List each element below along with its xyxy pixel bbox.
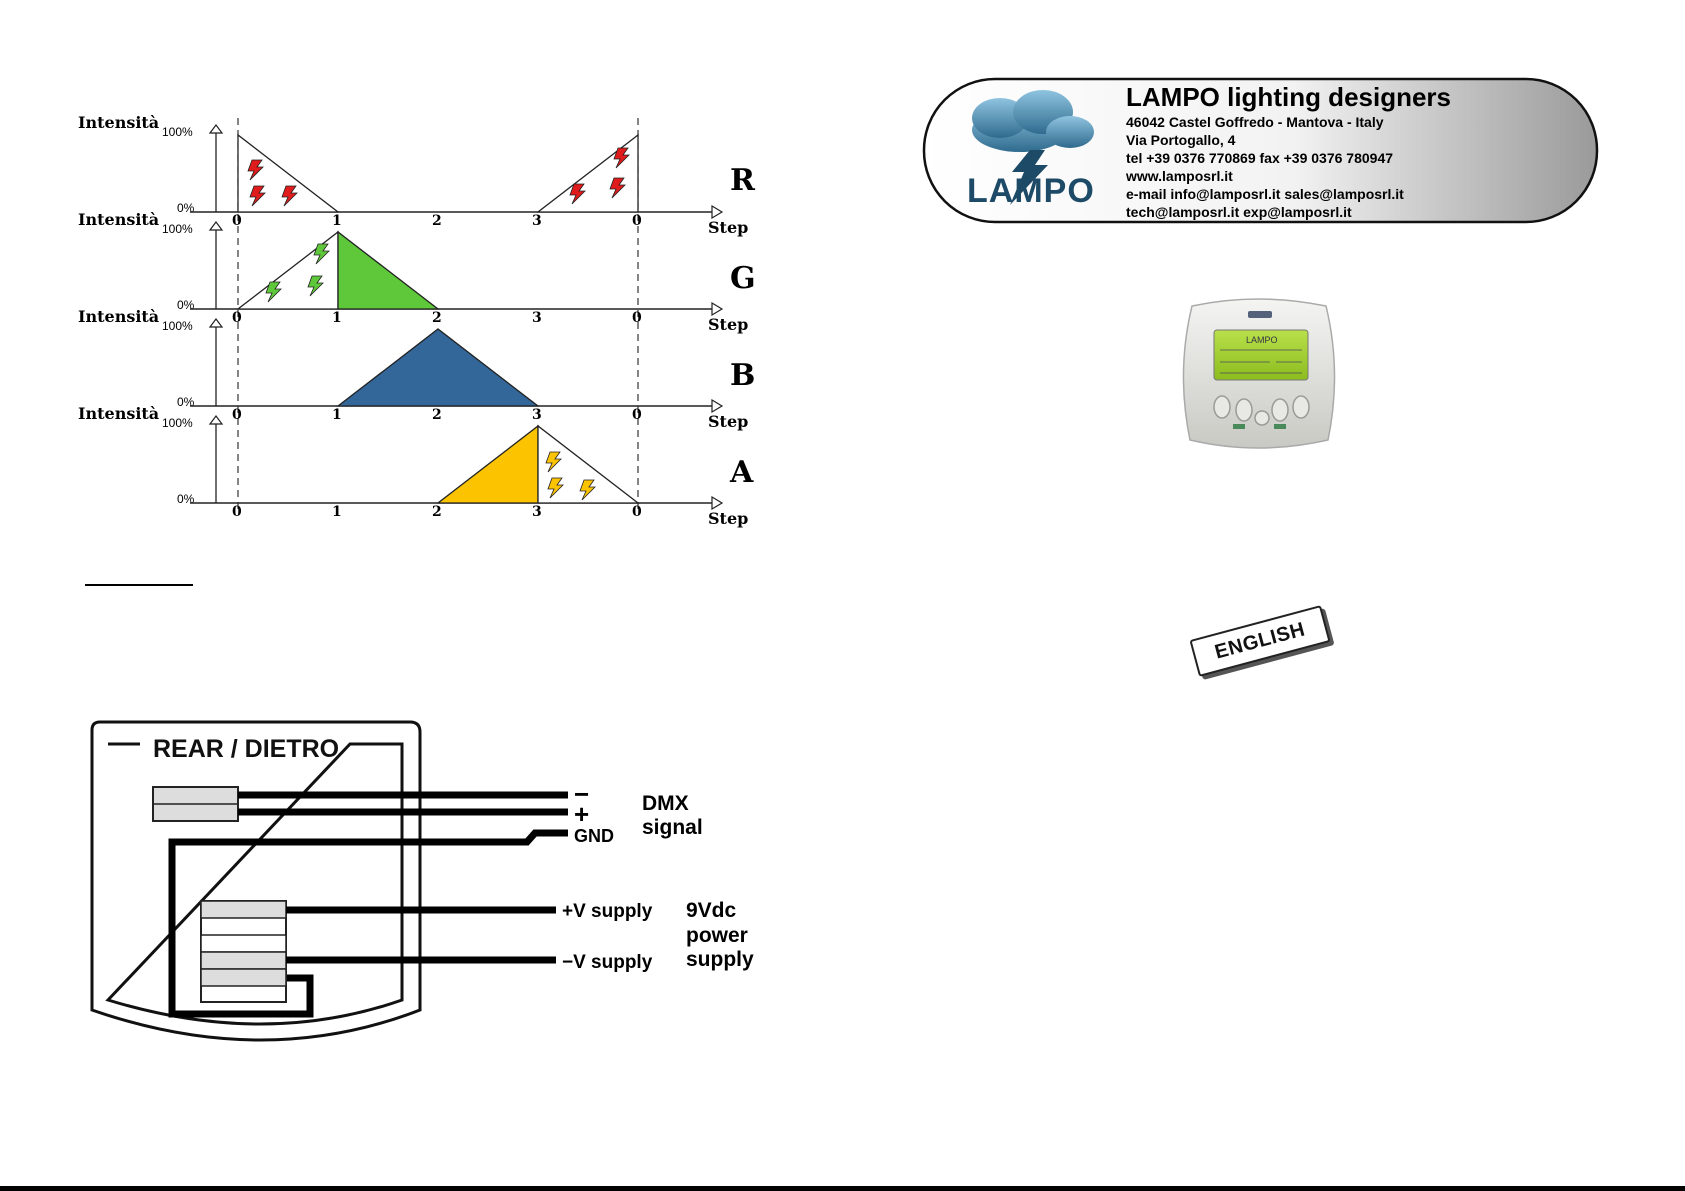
rear-wiring-diagram: REAR / DIETRO − + GND DMX signal +V supp… [90, 720, 754, 1042]
y-max-label: 100% [162, 125, 193, 139]
logo-wordmark: LAMPO [967, 172, 1095, 210]
company-name: LAMPO lighting designers [1126, 82, 1451, 112]
website-line: www.lamposrl.it [1125, 168, 1233, 184]
step-tick: 3 [532, 407, 542, 423]
email-line-2: tech@lamposrl.it exp@lamposrl.it [1126, 204, 1352, 220]
step-tick: 0 [632, 310, 642, 326]
x-axis-label: Step [708, 218, 748, 237]
step-tick: 0 [232, 310, 242, 326]
supply-plus-label: +V supply [562, 901, 653, 922]
y-min-label: 0% [177, 395, 195, 409]
power-label: power [686, 924, 748, 947]
channel-label-b: B [730, 358, 755, 393]
channel-row-g: Intensità 100% 0% G 0 1 2 3 0 Step [78, 210, 756, 334]
step-tick: 2 [432, 504, 442, 520]
step-tick: 0 [232, 407, 242, 423]
y-axis-label: Intensità [78, 113, 159, 132]
device-screen-title: LAMPO [1246, 335, 1278, 345]
y-min-label: 0% [177, 201, 195, 215]
company-header: LAMPO LAMPO lighting designers 46042 Cas… [922, 77, 1599, 224]
step-tick: 1 [332, 213, 342, 229]
step-tick: 2 [432, 213, 442, 229]
gnd-label: GND [574, 826, 614, 846]
language-badge: ENGLISH [1189, 605, 1335, 681]
channel-row-r: Intensità 100% 0% R 0 1 2 3 0 Step [78, 113, 756, 237]
language-label: ENGLISH [1212, 617, 1308, 664]
y-axis-label: Intensità [78, 210, 159, 229]
y-max-label: 100% [162, 319, 193, 333]
cloud-logo-icon [972, 90, 1094, 205]
supply-label: supply [686, 948, 754, 971]
step-tick: 0 [632, 213, 642, 229]
device-lcd-screen [1213, 329, 1309, 381]
step-tick: 1 [332, 504, 342, 520]
controller-device-image: LAMPO [1182, 298, 1336, 449]
blue-triangle [336, 328, 540, 407]
phone-line: tel +39 0376 770869 fax +39 0376 780947 [1126, 150, 1393, 166]
step-tick: 0 [232, 213, 242, 229]
channel-label-r: R [730, 163, 756, 198]
minus-sign: − [574, 779, 589, 809]
channel-label-g: G [730, 261, 756, 296]
dmx-label: DMX [642, 792, 689, 815]
step-tick: 3 [532, 504, 542, 520]
panel-title: REAR / DIETRO [153, 735, 339, 763]
step-tick: 0 [632, 504, 642, 520]
channel-label-a: A [729, 455, 754, 490]
ramp-up-triangle [236, 230, 339, 310]
email-line: e-mail info@lamposrl.it sales@lamposrl.i… [1126, 186, 1404, 202]
ramp-down-triangle [537, 424, 640, 504]
step-tick: 3 [532, 310, 542, 326]
ramp-up-triangle [536, 133, 639, 213]
step-tick: 0 [232, 504, 242, 520]
x-axis-label: Step [708, 509, 748, 528]
step-tick: 2 [432, 310, 442, 326]
channel-row-b: Intensità 100% 0% B 0 1 2 3 0 Step [78, 307, 755, 431]
dmx-signal-label: signal [642, 816, 703, 839]
x-axis-label: Step [708, 315, 748, 334]
step-tick: 1 [332, 310, 342, 326]
y-axis-label: Intensità [78, 307, 159, 326]
plus-sign: + [574, 799, 589, 829]
amber-ramp-up-triangle [436, 424, 539, 504]
step-tick: 2 [432, 407, 442, 423]
step-tick: 1 [332, 407, 342, 423]
address-line: 46042 Castel Goffredo - Mantova - Italy [1126, 114, 1384, 130]
x-axis-label: Step [708, 412, 748, 431]
power-voltage-label: 9Vdc [686, 899, 737, 922]
step-tick: 3 [532, 213, 542, 229]
y-min-label: 0% [177, 492, 195, 506]
step-tick: 0 [632, 407, 642, 423]
green-fade-triangle [337, 230, 440, 310]
y-max-label: 100% [162, 222, 193, 236]
bottom-border [0, 1186, 1685, 1191]
y-axis-label: Intensità [78, 404, 159, 423]
underline-rule [85, 584, 193, 586]
channel-row-a: Intensità 100% 0% A 0 1 2 3 0 Step [78, 404, 754, 528]
y-min-label: 0% [177, 298, 195, 312]
street-line: Via Portogallo, 4 [1126, 132, 1236, 148]
header-pill [922, 77, 1599, 224]
rgba-intensity-diagram: Intensità 100% 0% R 0 1 2 3 0 Step Inten… [78, 113, 756, 528]
device-buttons [1213, 395, 1310, 426]
housing-inner-outline [105, 742, 404, 1026]
power-terminal-block [200, 900, 287, 1003]
y-max-label: 100% [162, 416, 193, 430]
gnd-wire [168, 829, 568, 1018]
supply-minus-label: −V supply [562, 952, 653, 973]
housing-outline [90, 720, 422, 1042]
